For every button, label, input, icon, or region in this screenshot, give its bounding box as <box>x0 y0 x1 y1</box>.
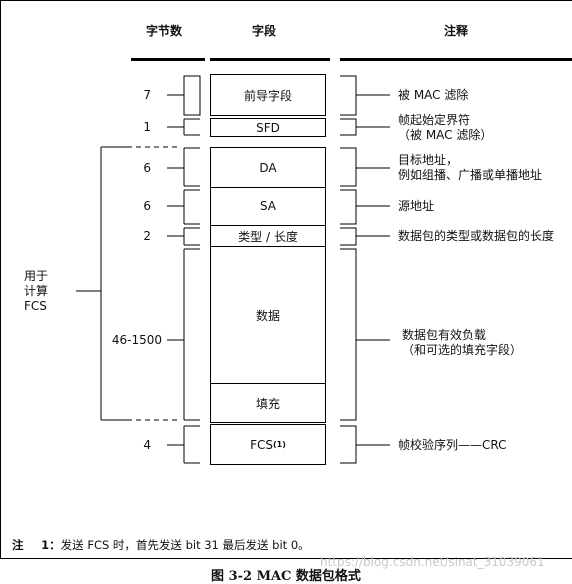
figure-caption: 图 3-2 MAC 数据包格式 <box>211 569 361 584</box>
header-rule-bytes <box>131 58 205 61</box>
note-type-length: 数据包的类型或数据包的长度 <box>398 229 555 243</box>
watermark: https://blog.csdn.net/sinat_31039061 <box>320 555 545 569</box>
bytes-type-length: 2 <box>143 229 151 243</box>
note-da: 目标地址， 例如组播、广播或单播地址 <box>398 153 543 182</box>
field-fcs-label: FCS <box>250 437 273 452</box>
header-field: 字段 <box>252 24 277 38</box>
field-pad: 填充 <box>210 383 326 423</box>
field-fcs-footnote-ref: (1) <box>273 440 286 449</box>
bytes-data: 46-1500 <box>111 333 162 347</box>
field-fcs: FCS(1) <box>210 424 326 465</box>
field-sfd: SFD <box>210 118 326 137</box>
footnote-text: 发送 FCS 时，首先发送 bit 31 最后发送 bit 0。 <box>60 538 310 552</box>
note-data: 数据包有效负载 （和可选的填充字段） <box>402 328 523 357</box>
bytes-da: 6 <box>143 161 151 175</box>
header-bytes: 字节数 <box>146 24 183 38</box>
diagram-frame <box>0 0 572 559</box>
header-notes: 注释 <box>444 24 469 38</box>
bytes-fcs: 4 <box>143 438 151 452</box>
field-preamble: 前导字段 <box>210 74 326 116</box>
field-data: 数据 <box>210 247 326 384</box>
footnote-index: 1： <box>41 538 61 552</box>
bytes-sfd: 1 <box>143 120 151 134</box>
field-type-length: 类型 / 长度 <box>210 226 326 247</box>
header-rule-field <box>210 58 330 61</box>
footnote: 注 1：发送 FCS 时，首先发送 bit 31 最后发送 bit 0。 <box>12 537 310 553</box>
note-sfd: 帧起始定界符 （被 MAC 滤除） <box>398 113 493 142</box>
footnote-prefix: 注 <box>12 538 24 552</box>
fcs-coverage-label: 用于 计算 FCS <box>24 269 49 313</box>
field-da: DA <box>210 147 326 188</box>
header-rule-notes <box>340 58 572 61</box>
bytes-preamble: 7 <box>143 88 151 102</box>
note-sa: 源地址 <box>398 199 435 213</box>
note-fcs: 帧校验序列——CRC <box>398 438 507 452</box>
bytes-sa: 6 <box>143 199 151 213</box>
note-preamble: 被 MAC 滤除 <box>398 88 469 102</box>
field-sa: SA <box>210 187 326 226</box>
